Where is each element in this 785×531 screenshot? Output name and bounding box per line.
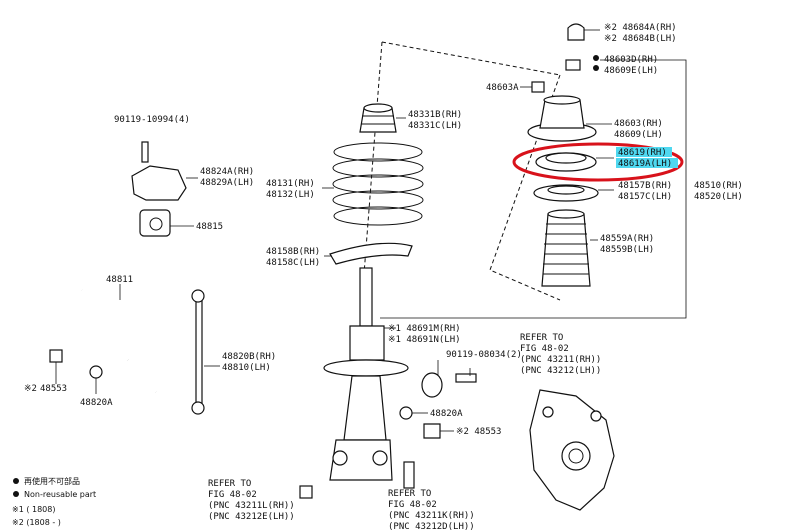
assembly-bracket (380, 59, 687, 319)
legend-bullet-1 (13, 478, 19, 484)
ref1-line4: (PNC 43212(LH)) (520, 366, 601, 376)
stabilizer-bar-48811 (81, 284, 183, 393)
legend-line2: Non-reusable part (24, 490, 96, 499)
dust-boot-48559 (541, 209, 598, 287)
spring-seat-48157 (533, 184, 614, 202)
insulator-48158 (324, 242, 413, 265)
highlight-48619 (616, 147, 672, 157)
label-48553-left: 48553 (40, 384, 67, 394)
label-asterisk-48553: ※2 (24, 384, 37, 394)
bearing-48619 (535, 152, 614, 172)
ref1-line1: REFER TO (520, 333, 563, 343)
nut-48603a (520, 81, 545, 93)
bushing-48815 (139, 209, 194, 237)
ref2-line4: (PNC 43212E(LH)) (208, 512, 295, 522)
label-48603d: 48603D(RH) (604, 55, 658, 65)
label-48609e: 48609E(LH) (604, 66, 658, 76)
ref1-line3: (PNC 43211(RH)) (520, 355, 601, 365)
bump-stopper-48331 (359, 103, 406, 133)
steering-knuckle (529, 389, 615, 511)
bushing-48820a-left (89, 365, 103, 394)
bolt-lower (299, 461, 415, 499)
label-48132: 48132(LH) (266, 190, 315, 200)
ref3-line3: (PNC 43211K(RH)) (388, 511, 475, 521)
label-48691n: ※1 48691N(LH) (388, 335, 461, 345)
strut-assembly (323, 267, 409, 481)
label-48829a: 48829A(LH) (200, 178, 254, 188)
label-48510: 48510(RH) (694, 181, 743, 191)
ref3-line1: REFER TO (388, 489, 431, 499)
ref3-line2: FIG 48-02 (388, 500, 437, 510)
label-48684a: ※2 48684A(RH) (604, 23, 677, 33)
legend-line1: 再使用不可部品 (24, 476, 80, 486)
label-48331b: 48331B(RH) (408, 110, 462, 120)
label-48815: 48815 (196, 222, 223, 232)
label-48131: 48131(RH) (266, 179, 315, 189)
label-48824a: 48824A(RH) (200, 167, 254, 177)
legend-bullet-2 (13, 491, 19, 497)
label-48811: 48811 (106, 275, 133, 285)
ref2-line3: (PNC 43211L(RH)) (208, 501, 295, 511)
label-48158c: 48158C(LH) (266, 258, 320, 268)
ref2-line1: REFER TO (208, 479, 251, 489)
label-48609: 48609(LH) (614, 130, 663, 140)
label-90119-08034: 90119-08034(2) (446, 350, 522, 360)
label-48691m: ※1 48691M(RH) (388, 324, 461, 334)
label-48820a-right: 48820A (430, 409, 463, 419)
label-48553-right: ※2 48553 (456, 427, 501, 437)
stab-link-48820b (191, 289, 220, 415)
highlight-48619a (616, 158, 678, 168)
nut-48603d (565, 55, 599, 71)
ref1-line2: FIG 48-02 (520, 344, 569, 354)
highlight-ring (512, 142, 684, 182)
legend-line3: ※1 ( 1808) (12, 505, 55, 514)
label-48820b: 48820B(RH) (222, 352, 276, 362)
cap-48684 (567, 23, 600, 41)
label-48157c: 48157C(LH) (618, 192, 672, 202)
guide-dashed-left (361, 41, 383, 301)
label-48684b: ※2 48684B(LH) (604, 34, 677, 44)
label-48559b: 48559B(LH) (600, 245, 654, 255)
coil-spring-48131 (322, 142, 424, 226)
nut-48553-right (423, 423, 454, 439)
label-48619a: 48619A(LH) (618, 159, 672, 169)
nut-48553-left (49, 349, 63, 384)
label-48820a-left: 48820A (80, 398, 113, 408)
guide-dashed-top (381, 41, 561, 76)
label-48157b: 48157B(RH) (618, 181, 672, 191)
label-48603: 48603(RH) (614, 119, 663, 129)
ref2-line2: FIG 48-02 (208, 490, 257, 500)
label-48810: 48810(LH) (222, 363, 271, 373)
label-48559a: 48559A(RH) (600, 234, 654, 244)
label-90119-10994: 90119-10994(4) (114, 115, 190, 125)
bracket-48824a (131, 141, 198, 201)
ref3-line4: (PNC 43212D(LH)) (388, 522, 475, 531)
label-48520: 48520(LH) (694, 192, 743, 202)
damper-90119 (421, 360, 477, 398)
bushing-48820a-right (399, 406, 428, 420)
label-48331c: 48331C(LH) (408, 121, 462, 131)
label-48619: 48619(RH) (618, 148, 667, 158)
upper-support-48603 (527, 95, 612, 142)
legend-line4: ※2 (1808 - ) (12, 518, 61, 527)
label-48158b: 48158B(RH) (266, 247, 320, 257)
label-48603a: 48603A (486, 83, 519, 93)
